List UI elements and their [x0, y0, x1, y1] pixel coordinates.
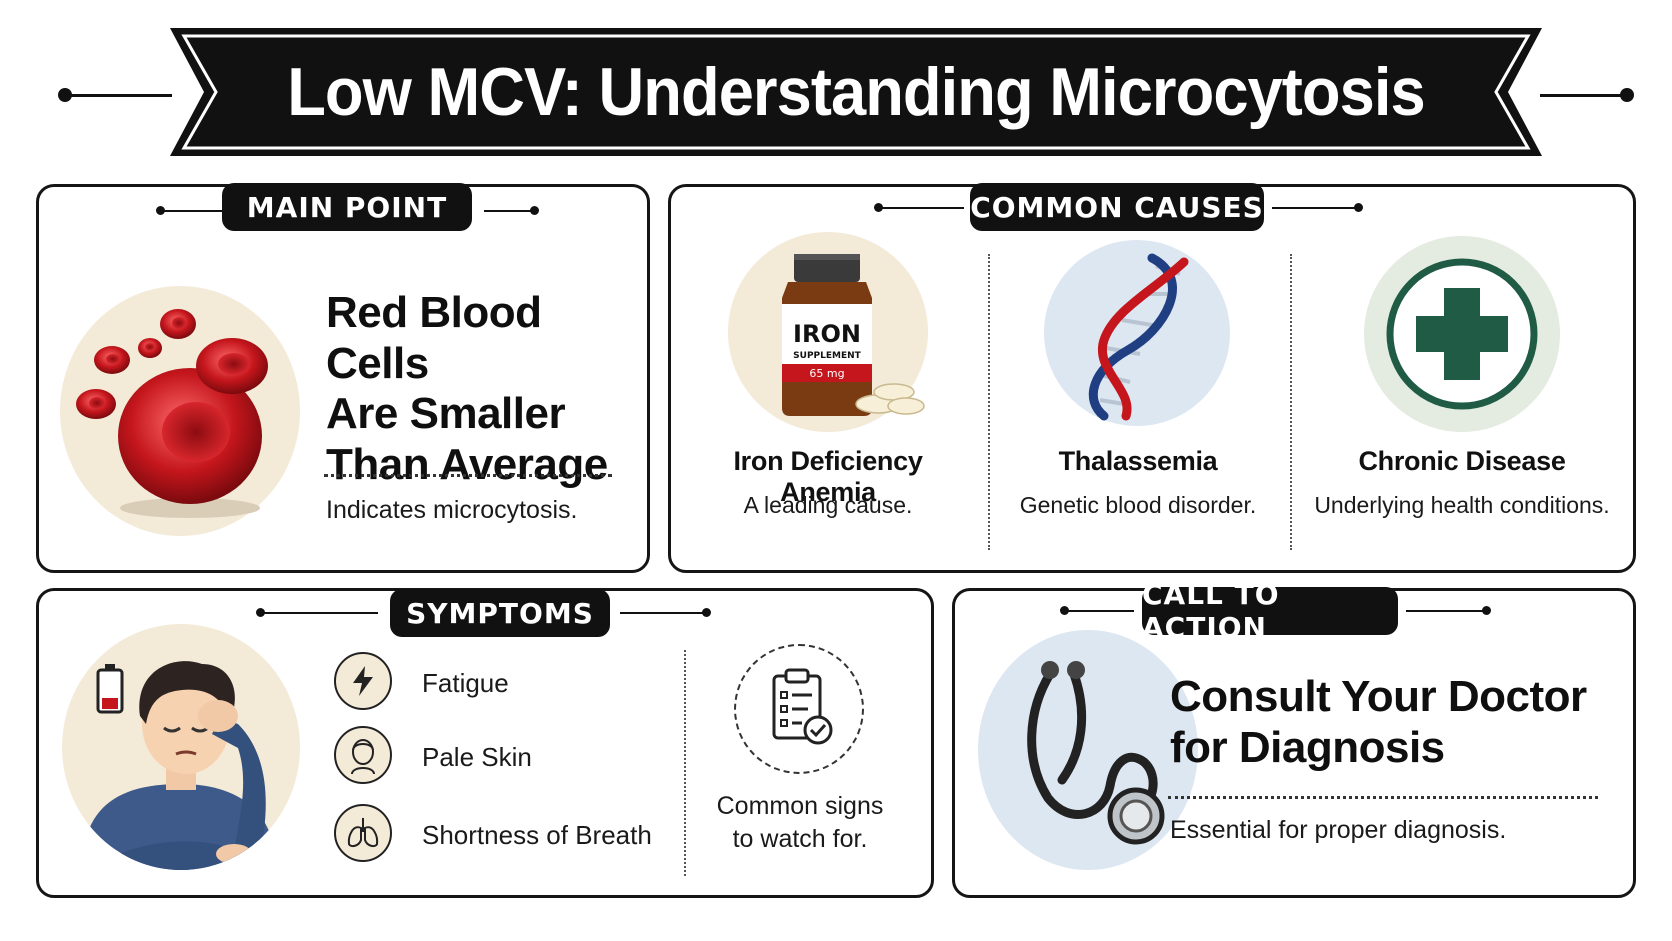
tired-person-illustration — [62, 624, 300, 870]
main-point-note: Indicates microcytosis. — [326, 496, 578, 524]
iron-supplement-illustration: IRON SUPPLEMENT 65 mg — [728, 232, 928, 432]
cta-divider — [1168, 796, 1598, 799]
cause-chronic-subtitle: Underlying health conditions. — [1314, 492, 1610, 518]
cta-note: Essential for proper diagnosis. — [1170, 816, 1507, 844]
causes-divider-1 — [988, 254, 990, 550]
main-point-label: MAIN POINT — [222, 183, 472, 231]
main-point-heading-line-2: Are Smaller — [326, 389, 566, 439]
clipboard-check-icon — [734, 644, 864, 774]
main-point-divider — [324, 474, 612, 477]
fatigue-icon — [334, 652, 392, 710]
symptoms-right-line — [620, 612, 706, 614]
cause-thalassemia-subtitle: Genetic blood disorder. — [1019, 492, 1257, 518]
main-point-heading-line-3: Than Average — [326, 439, 608, 489]
medical-cross-illustration — [1364, 236, 1560, 432]
symptoms-label: SYMPTOMS — [390, 589, 610, 637]
causes-left-line — [878, 207, 964, 209]
symptoms-note-line-2: to watch for. — [732, 824, 868, 853]
banner-left-line — [64, 94, 172, 97]
bottle-dose-text: 65 mg — [809, 367, 844, 380]
banner-ribbon — [170, 28, 1542, 156]
symptoms-left-line — [260, 612, 378, 614]
main-point-left-line — [160, 210, 226, 212]
bottle-iron-text: IRON — [793, 320, 861, 348]
main-point-heading: Red Blood Cells Are Smaller Than Average — [326, 288, 636, 490]
causes-right-dot — [1354, 203, 1363, 212]
common-causes-label: COMMON CAUSES — [970, 183, 1264, 231]
cta-heading-line-2: for Diagnosis — [1170, 722, 1445, 772]
symptoms-note: Common signs to watch for. — [696, 790, 904, 855]
main-point-heading-line-1: Red Blood Cells — [326, 288, 542, 388]
red-blood-cells-illustration — [60, 286, 300, 536]
symptoms-divider — [684, 650, 686, 876]
stethoscope-illustration — [978, 630, 1198, 870]
causes-divider-2 — [1290, 254, 1292, 550]
cause-chronic-title: Chronic Disease — [1358, 446, 1566, 476]
banner-right-dot — [1620, 88, 1634, 102]
cta-right-line — [1406, 610, 1486, 612]
cause-thalassemia-title: Thalassemia — [1058, 446, 1218, 476]
dna-helix-illustration — [1044, 240, 1230, 426]
cta-heading-line-1: Consult Your Doctor — [1170, 672, 1587, 721]
lungs-icon — [334, 804, 392, 862]
banner-right-line — [1540, 94, 1624, 97]
cause-iron-subtitle: A leading cause. — [743, 492, 913, 518]
call-to-action-label: CALL TO ACTION — [1142, 578, 1398, 644]
symptom-pale-skin: Pale Skin — [422, 742, 532, 772]
bottle-supplement-text: SUPPLEMENT — [793, 351, 862, 361]
symptoms-right-dot — [702, 608, 711, 617]
pale-skin-face-icon — [334, 726, 392, 784]
page-title: Low MCV: Understanding Microcytosis — [287, 54, 1425, 130]
cta-heading: Consult Your Doctor for Diagnosis — [1170, 672, 1630, 773]
symptoms-note-line-1: Common signs — [716, 792, 884, 820]
cta-left-line — [1064, 610, 1134, 612]
symptom-shortness-of-breath: Shortness of Breath — [422, 820, 652, 850]
main-point-right-line — [484, 210, 534, 212]
cause-iron-title: Iron Deficiency Anemia — [733, 446, 923, 507]
symptom-fatigue: Fatigue — [422, 668, 509, 698]
cta-right-dot — [1482, 606, 1491, 615]
causes-right-line — [1272, 207, 1358, 209]
main-point-right-dot — [530, 206, 539, 215]
